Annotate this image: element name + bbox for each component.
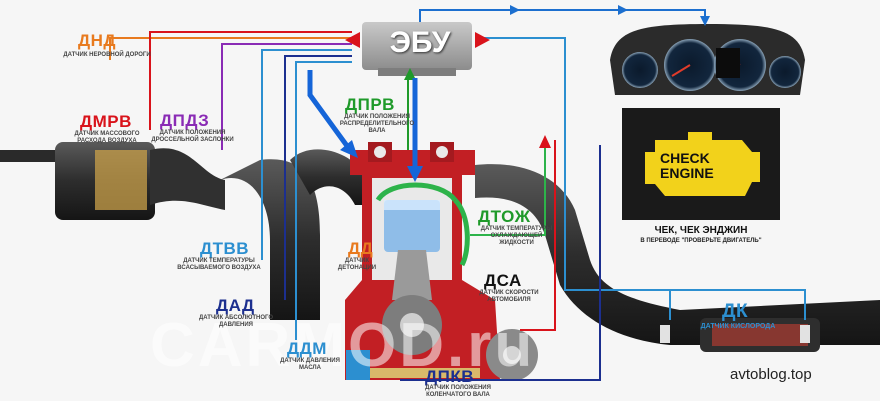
check-engine-subcaption: В ПЕРЕВОДЕ "ПРОВЕРЬТЕ ДВИГАТЕЛЬ" <box>622 238 780 244</box>
sensor-dd-abbr: ДД <box>348 240 373 257</box>
dashboard-cluster <box>610 24 805 95</box>
sensor-dtvv-abbr: ДТВВ <box>200 240 249 257</box>
sensor-dad-abbr: ДАД <box>216 297 255 314</box>
sensor-dpdz-desc: ДАТЧИК ПОЛОЖЕНИЯ ДРОССЕЛЬНОЙ ЗАСЛОНКИ <box>150 130 235 144</box>
check-engine-caption: ЧЕК, ЧЕК ЭНДЖИН <box>622 225 780 236</box>
sensor-dtozh-desc: ДАТЧИК ТЕМПЕРАТУРЫ ОХЛАЖДАЮЩЕЙ ЖИДКОСТИ <box>474 226 559 247</box>
ecu-label: ЭБУ <box>372 26 468 60</box>
sensor-dprv-abbr: ДПРВ <box>345 96 395 113</box>
air-filter <box>0 142 225 220</box>
sensor-ddm-desc: ДАТЧИК ДАВЛЕНИЯ МАСЛА <box>280 358 340 372</box>
sensor-dpkv-desc: ДАТЧИК ПОЛОЖЕНИЯ КОЛЕНЧАТОГО ВАЛА <box>416 385 500 399</box>
sensor-dsa-abbr: ДСА <box>484 272 522 289</box>
sensor-dpdz-abbr: ДПДЗ <box>160 112 209 129</box>
sensor-dmrv-abbr: ДМРВ <box>80 113 132 130</box>
sensor-ddm-abbr: ДДМ <box>287 340 327 357</box>
sensor-dnd-desc: ДАТЧИК НЕРОВНОЙ ДОРОГИ <box>62 52 152 59</box>
sensor-dprv-desc: ДАТЧИК ПОЛОЖЕНИЯ РАСПРЕДЕЛИТЕЛЬНОГО ВАЛА <box>332 114 422 135</box>
sensor-dtvv-desc: ДАТЧИК ТЕМПЕРАТУРЫ ВСАСЫВАЕМОГО ВОЗДУХА <box>174 258 264 272</box>
check-engine-line1: CHECK <box>660 150 710 166</box>
sensor-dtozh-abbr: ДТОЖ <box>478 208 530 225</box>
sensor-dk-desc: ДАТЧИК КИСЛОРОДА <box>688 323 788 331</box>
site-watermark: avtoblog.top <box>730 366 812 383</box>
sensor-dd-desc: ДАТЧИК ДЕТОНАЦИИ <box>336 258 378 272</box>
check-engine-label: CHECK ENGINE <box>660 151 714 180</box>
sensor-dnd-abbr: ДНД <box>78 32 116 49</box>
sensor-dsa-desc: ДАТЧИК СКОРОСТИ АВТОМОБИЛЯ <box>472 290 546 304</box>
sensor-dpkv-abbr: ДПКВ <box>425 368 474 385</box>
sensor-dmrv-desc: ДАТЧИК МАССОВОГО РАСХОДА ВОЗДУХА <box>72 131 142 145</box>
check-engine-line2: ENGINE <box>660 165 714 181</box>
sensor-dad-desc: ДАТЧИК АБСОЛЮТНОГО ДАВЛЕНИЯ <box>186 315 286 329</box>
sensor-dk-abbr: ДК <box>722 302 748 321</box>
